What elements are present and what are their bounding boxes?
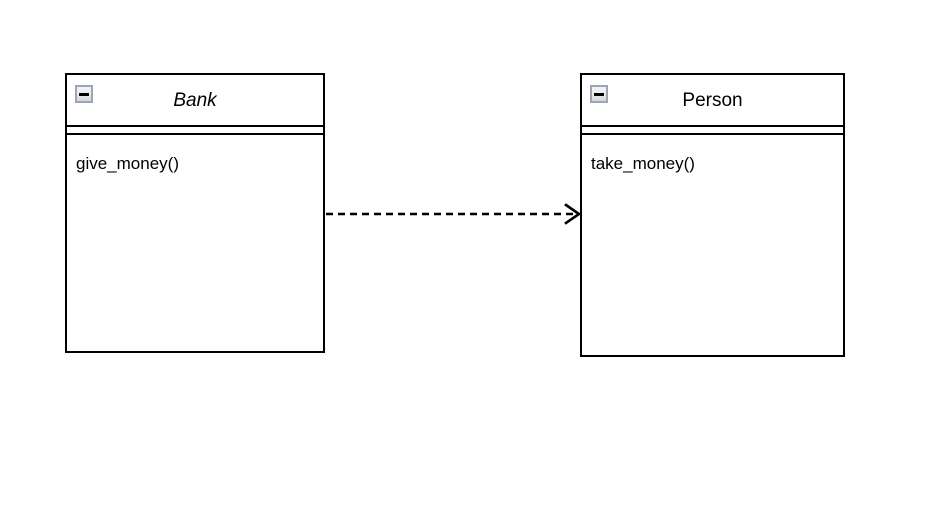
minus-icon[interactable] <box>590 85 608 103</box>
class-divider-bank <box>67 125 323 135</box>
uml-class-bank[interactable]: Bank give_money() <box>65 73 325 353</box>
minus-icon[interactable] <box>75 85 93 103</box>
class-name-bank: Bank <box>173 89 217 111</box>
class-header-bank: Bank <box>67 75 323 125</box>
class-method: take_money() <box>591 154 695 173</box>
dependency-arrow-bank-to-person[interactable] <box>326 203 582 225</box>
minus-icon-bar <box>79 92 89 96</box>
class-method: give_money() <box>76 154 179 173</box>
class-members-person: take_money() <box>582 135 843 355</box>
class-members-bank: give_money() <box>67 135 323 351</box>
class-name-person: Person <box>682 89 743 111</box>
class-divider-person <box>582 125 843 135</box>
minus-icon-bar <box>594 92 604 96</box>
uml-class-person[interactable]: Person take_money() <box>580 73 845 357</box>
open-arrowhead-icon <box>564 203 582 225</box>
class-header-person: Person <box>582 75 843 125</box>
